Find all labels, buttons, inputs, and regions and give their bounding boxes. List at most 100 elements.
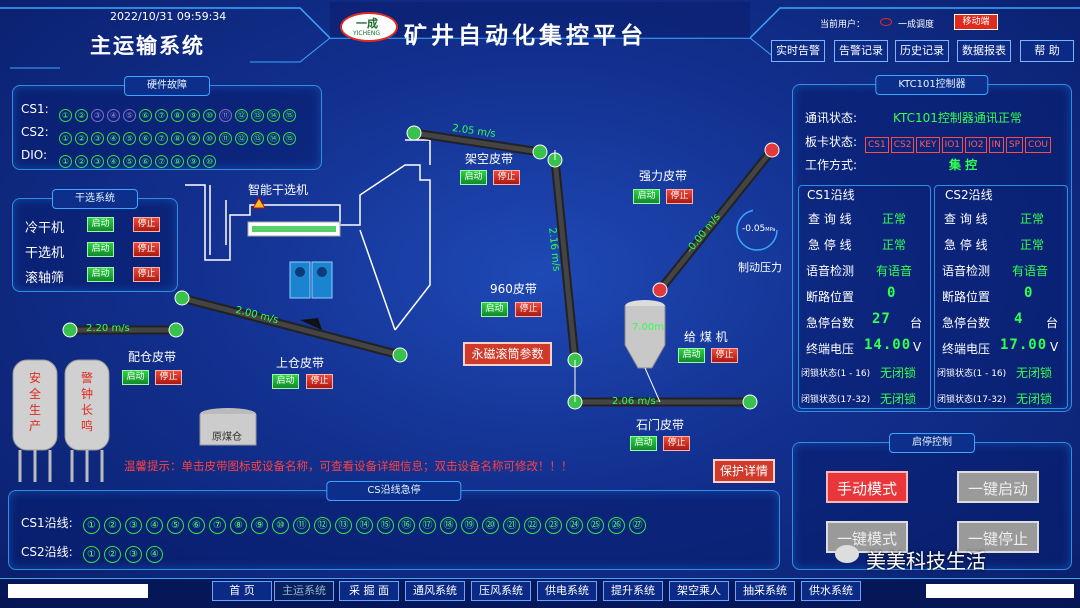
nav-item[interactable]: 供电系统 bbox=[537, 581, 597, 601]
nav-item[interactable]: 提升系统 bbox=[603, 581, 663, 601]
qiangli-start-button[interactable]: 启动 bbox=[633, 189, 660, 204]
cold-dryer-stop-button[interactable]: 停止 bbox=[133, 217, 160, 232]
cs1-count-label: 急停台数 bbox=[806, 316, 855, 330]
qiangli-name[interactable]: 强力皮带 bbox=[639, 169, 688, 183]
cs1-estop-indicator[interactable]: ⑫ bbox=[314, 517, 331, 534]
cs1-estop-indicator[interactable]: ⑦ bbox=[209, 517, 226, 534]
cs1-estop-indicator[interactable]: ③ bbox=[125, 517, 142, 534]
cs1-estop-indicator[interactable]: ⑬ bbox=[335, 517, 352, 534]
bunker-label[interactable]: 原煤仓 bbox=[212, 432, 242, 443]
wechat-icon bbox=[835, 545, 859, 563]
cs1-estop-indicator[interactable]: ⑨ bbox=[251, 517, 268, 534]
help-button[interactable]: 帮 助 bbox=[1020, 40, 1074, 62]
mobile-button[interactable]: 移动端 bbox=[954, 14, 998, 30]
protect-detail-button[interactable]: 保护详情 bbox=[713, 459, 775, 483]
cs1-estop-indicator[interactable]: ⑮ bbox=[377, 517, 394, 534]
cs1-estop-indicator[interactable]: ② bbox=[104, 517, 121, 534]
cs2-estop-indicator[interactable]: ① bbox=[83, 546, 100, 563]
cs1-estop-indicator[interactable]: ㉒ bbox=[524, 517, 541, 534]
cs1-estop-indicator[interactable]: ⑪ bbox=[293, 517, 310, 534]
cold-dryer-label[interactable]: 冷干机 bbox=[25, 221, 65, 236]
pressure-gauge[interactable] bbox=[736, 209, 778, 251]
dry-selector-start-button[interactable]: 启动 bbox=[87, 242, 114, 257]
magnet-drum-param-button[interactable]: 永磁滚筒参数 bbox=[463, 342, 552, 366]
realtime-alarm-button[interactable]: 实时告警 bbox=[771, 40, 825, 62]
data-report-button[interactable]: 数据报表 bbox=[957, 40, 1011, 62]
cs2-estop-indicator[interactable]: ② bbox=[104, 546, 121, 563]
nav-item[interactable]: 抽采系统 bbox=[735, 581, 795, 601]
roller-screen-start-button[interactable]: 启动 bbox=[87, 267, 114, 282]
feeder-name[interactable]: 给 煤 机 bbox=[684, 330, 728, 344]
dry-selector-label[interactable]: 干选机 bbox=[25, 246, 65, 261]
nav-item[interactable]: 压风系统 bbox=[471, 581, 531, 601]
cooler-unit-2[interactable] bbox=[311, 261, 333, 299]
b960-start-button[interactable]: 启动 bbox=[481, 302, 508, 317]
history-record-button[interactable]: 历史记录 bbox=[895, 40, 949, 62]
cs1-estop-indicator[interactable]: ㉔ bbox=[566, 517, 583, 534]
cs1-estop-indicator[interactable]: ⑧ bbox=[230, 517, 247, 534]
cold-dryer-start-button[interactable]: 启动 bbox=[87, 217, 114, 232]
cs1-estop-indicator[interactable]: ⑰ bbox=[419, 517, 436, 534]
one-key-mode-button[interactable]: 一键模式 bbox=[826, 521, 908, 553]
manual-mode-button[interactable]: 手动模式 bbox=[826, 471, 908, 503]
shimen-stop-button[interactable]: 停止 bbox=[663, 436, 690, 451]
peicang-belt[interactable] bbox=[62, 322, 184, 338]
one-key-start-button[interactable]: 一键启动 bbox=[957, 471, 1039, 503]
shimen-belt[interactable] bbox=[567, 394, 758, 410]
roller-screen-label[interactable]: 滚轴筛 bbox=[25, 271, 65, 286]
coal-feeder-silo[interactable] bbox=[624, 300, 666, 369]
shimen-start-button[interactable]: 启动 bbox=[630, 436, 657, 451]
shangcang-belt[interactable] bbox=[174, 290, 408, 363]
cs1-fault-label: CS1: bbox=[21, 102, 49, 116]
b960-belt[interactable] bbox=[547, 152, 583, 368]
cooler-unit-1[interactable] bbox=[289, 261, 311, 299]
peicang-start-button[interactable]: 启动 bbox=[122, 370, 149, 385]
cs1-estop-indicator[interactable]: ⑭ bbox=[356, 517, 373, 534]
shimen-name[interactable]: 石门皮带 bbox=[636, 418, 685, 432]
dryer-warning-icon bbox=[252, 197, 266, 209]
cs1-estop-indicator[interactable]: ㉑ bbox=[503, 517, 520, 534]
cs1-estop-indicator[interactable]: ㉗ bbox=[629, 517, 646, 534]
b960-name[interactable]: 960皮带 bbox=[490, 282, 537, 296]
cs1-estop-indicator[interactable]: ① bbox=[83, 517, 100, 534]
alarm-record-button[interactable]: 告警记录 bbox=[834, 40, 888, 62]
nav-item[interactable]: 首 页 bbox=[212, 581, 272, 601]
smart-dryer-label[interactable]: 智能干选机 bbox=[248, 183, 309, 197]
cs1-estop-indicator[interactable]: ⑥ bbox=[188, 517, 205, 534]
b960-stop-button[interactable]: 停止 bbox=[515, 302, 542, 317]
nav-item[interactable]: 架空乘人 bbox=[669, 581, 729, 601]
peicang-name[interactable]: 配仓皮带 bbox=[128, 350, 177, 364]
cs1-estop-indicator[interactable]: ㉓ bbox=[545, 517, 562, 534]
roller-screen-stop-button[interactable]: 停止 bbox=[133, 267, 160, 282]
cs1-estop-indicator[interactable]: ⑯ bbox=[398, 517, 415, 534]
feeder-stop-button[interactable]: 停止 bbox=[711, 348, 738, 363]
cs1-estop-indicator[interactable]: ⑲ bbox=[461, 517, 478, 534]
qiangli-belt[interactable] bbox=[652, 142, 780, 298]
peicang-stop-button[interactable]: 停止 bbox=[155, 370, 182, 385]
cs2-estop-indicator[interactable]: ③ bbox=[125, 546, 142, 563]
nav-item[interactable]: 采 掘 面 bbox=[339, 581, 399, 601]
jiakong-start-button[interactable]: 启动 bbox=[460, 170, 487, 185]
cs1-estop-indicator[interactable]: ㉖ bbox=[608, 517, 625, 534]
jiakong-name[interactable]: 架空皮带 bbox=[465, 152, 514, 166]
shangcang-stop-button[interactable]: 停止 bbox=[306, 374, 333, 389]
one-key-stop-button[interactable]: 一键停止 bbox=[957, 521, 1039, 553]
cs1-estop-indicator[interactable]: ④ bbox=[146, 517, 163, 534]
cs1-estop-indicator[interactable]: ⑳ bbox=[482, 517, 499, 534]
jiakong-belt[interactable] bbox=[406, 125, 548, 160]
shangcang-name[interactable]: 上仓皮带 bbox=[276, 356, 325, 370]
qiangli-stop-button[interactable]: 停止 bbox=[666, 189, 693, 204]
cs1-estop-indicator[interactable]: ⑩ bbox=[272, 517, 289, 534]
nav-item[interactable]: 供水系统 bbox=[801, 581, 861, 601]
feeder-start-button[interactable]: 启动 bbox=[678, 348, 705, 363]
nav-item[interactable]: 主运系统 bbox=[274, 581, 334, 601]
jiakong-stop-button[interactable]: 停止 bbox=[493, 170, 520, 185]
cs1-estop-indicator[interactable]: ⑤ bbox=[167, 517, 184, 534]
dry-selector-stop-button[interactable]: 停止 bbox=[133, 242, 160, 257]
shangcang-start-button[interactable]: 启动 bbox=[272, 374, 299, 389]
cs1-estop-indicator[interactable]: ㉕ bbox=[587, 517, 604, 534]
nav-item[interactable]: 通风系统 bbox=[405, 581, 465, 601]
cs1-estop-indicator[interactable]: ⑱ bbox=[440, 517, 457, 534]
cs2-estop-indicator[interactable]: ④ bbox=[146, 546, 163, 563]
coal-bunker[interactable] bbox=[199, 408, 257, 446]
